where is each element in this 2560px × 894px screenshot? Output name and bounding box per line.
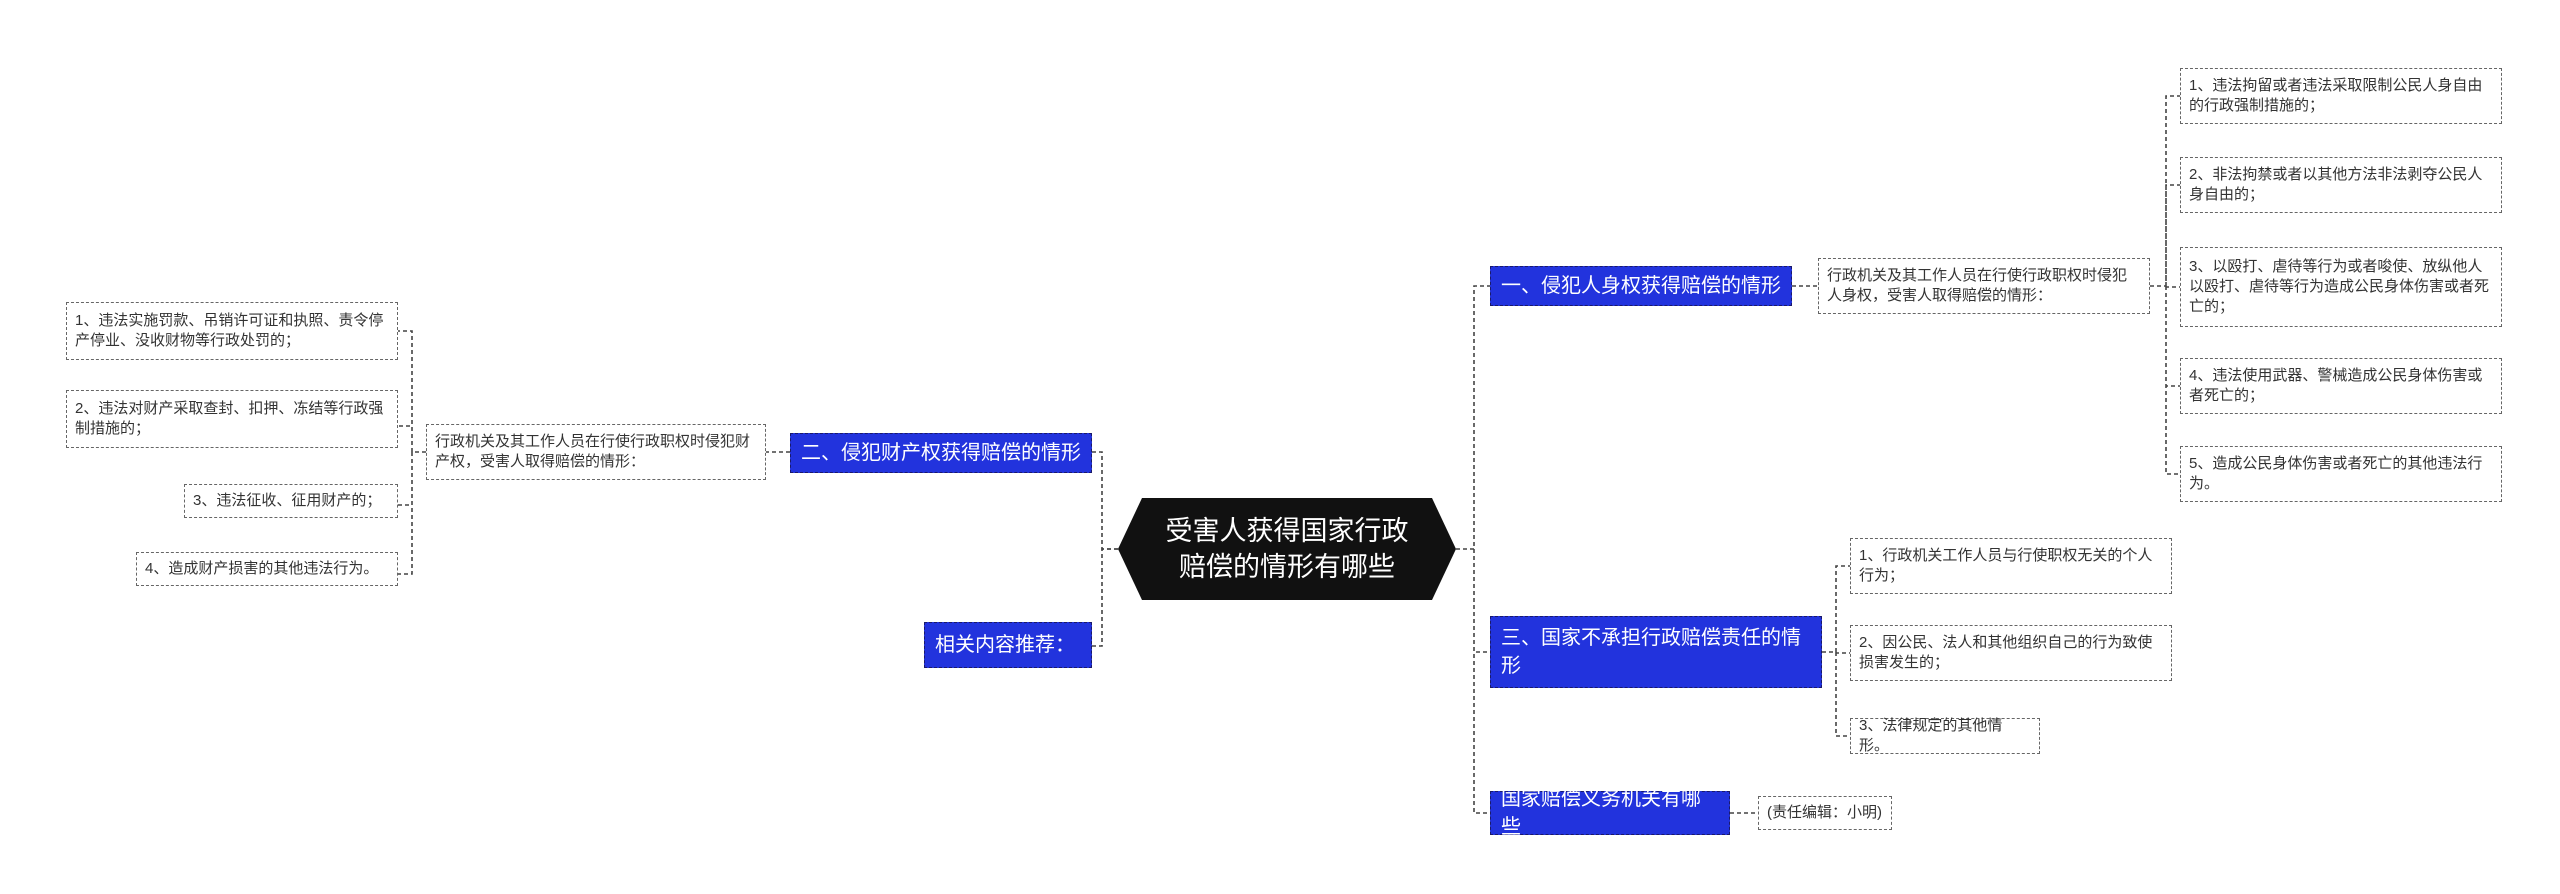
topic-organ-title: 国家赔偿义务机关有哪些 xyxy=(1501,788,1701,838)
topic-no-liability[interactable]: 三、国家不承担行政赔偿责任的情形 xyxy=(1490,616,1822,688)
person-summary-text: 行政机关及其工作人员在行使行政职权时侵犯人身权，受害人取得赔偿的情形： xyxy=(1827,267,2128,304)
topic-compensation-organ[interactable]: 国家赔偿义务机关有哪些 xyxy=(1490,788,1730,838)
root-title: 受害人获得国家行政赔偿的情形有哪些 xyxy=(1165,516,1409,582)
person-item-1[interactable]: 1、违法拘留或者违法采取限制公民人身自由的行政强制措施的； xyxy=(2180,68,2502,124)
property-summary[interactable]: 行政机关及其工作人员在行使行政职权时侵犯财产权，受害人取得赔偿的情形： xyxy=(426,424,766,480)
root-node[interactable]: 受害人获得国家行政赔偿的情形有哪些 xyxy=(1118,498,1456,600)
connector-root-related xyxy=(1092,548,1118,647)
property-summary-text: 行政机关及其工作人员在行使行政职权时侵犯财产权，受害人取得赔偿的情形： xyxy=(435,433,751,470)
person-item-2[interactable]: 2、非法拘禁或者以其他方法非法剥夺公民人身自由的； xyxy=(2180,157,2502,213)
exempt-item-3[interactable]: 3、法律规定的其他情形。 xyxy=(1850,717,2040,754)
person-item-3-text: 3、以殴打、虐待等行为或者唆使、放纵他人以殴打、虐待等行为造成公民身体伤害或者死… xyxy=(2189,258,2490,315)
property-item-4-text: 4、造成财产损害的其他违法行为。 xyxy=(145,560,379,577)
organ-editor-note[interactable]: (责任编辑：小明) xyxy=(1758,796,1892,830)
property-item-1-text: 1、违法实施罚款、吊销许可证和执照、责令停产停业、没收财物等行政处罚的； xyxy=(75,312,384,349)
topic-related-title: 相关内容推荐： xyxy=(935,634,1075,656)
exempt-item-2[interactable]: 2、因公民、法人和其他组织自己的行为致使损害发生的； xyxy=(1850,625,2172,681)
property-item-3-text: 3、违法征收、征用财产的； xyxy=(193,492,382,509)
topic-related-recommend[interactable]: 相关内容推荐： xyxy=(924,622,1092,668)
person-item-4-text: 4、违法使用武器、警械造成公民身体伤害或者死亡的； xyxy=(2189,367,2483,404)
organ-editor-note-text: (责任编辑：小明) xyxy=(1767,804,1882,821)
property-item-3[interactable]: 3、违法征收、征用财产的； xyxy=(184,484,398,518)
topic-property-damage[interactable]: 二、侵犯财产权获得赔偿的情形 xyxy=(790,433,1092,473)
exempt-item-1[interactable]: 1、行政机关工作人员与行使职权无关的个人行为； xyxy=(1850,538,2172,594)
connector-root-property xyxy=(1092,451,1118,550)
topic-person-title: 一、侵犯人身权获得赔偿的情形 xyxy=(1501,275,1781,297)
exempt-item-3-text: 3、法律规定的其他情形。 xyxy=(1859,717,2003,754)
person-item-3[interactable]: 3、以殴打、虐待等行为或者唆使、放纵他人以殴打、虐待等行为造成公民身体伤害或者死… xyxy=(2180,247,2502,327)
topic-property-title: 二、侵犯财产权获得赔偿的情形 xyxy=(801,442,1081,464)
property-item-2[interactable]: 2、违法对财产采取查封、扣押、冻结等行政强制措施的； xyxy=(66,390,398,448)
property-item-1[interactable]: 1、违法实施罚款、吊销许可证和执照、责令停产停业、没收财物等行政处罚的； xyxy=(66,302,398,360)
property-item-2-text: 2、违法对财产采取查封、扣押、冻结等行政强制措施的； xyxy=(75,400,384,437)
exempt-item-1-text: 1、行政机关工作人员与行使职权无关的个人行为； xyxy=(1859,547,2153,584)
property-item-4[interactable]: 4、造成财产损害的其他违法行为。 xyxy=(136,552,398,586)
person-item-5-text: 5、造成公民身体伤害或者死亡的其他违法行为。 xyxy=(2189,455,2483,492)
exempt-item-2-text: 2、因公民、法人和其他组织自己的行为致使损害发生的； xyxy=(1859,634,2153,671)
person-item-1-text: 1、违法拘留或者违法采取限制公民人身自由的行政强制措施的； xyxy=(2189,77,2483,114)
connector-person-items xyxy=(2150,95,2180,475)
connector-root-right xyxy=(1456,285,1490,814)
topic-personal-rights[interactable]: 一、侵犯人身权获得赔偿的情形 xyxy=(1490,266,1792,306)
person-item-5[interactable]: 5、造成公民身体伤害或者死亡的其他违法行为。 xyxy=(2180,446,2502,502)
person-summary[interactable]: 行政机关及其工作人员在行使行政职权时侵犯人身权，受害人取得赔偿的情形： xyxy=(1818,258,2150,314)
person-item-4[interactable]: 4、违法使用武器、警械造成公民身体伤害或者死亡的； xyxy=(2180,358,2502,414)
topic-exempt-title: 三、国家不承担行政赔偿责任的情形 xyxy=(1501,627,1801,677)
person-item-2-text: 2、非法拘禁或者以其他方法非法剥夺公民人身自由的； xyxy=(2189,166,2483,203)
connector-exempt-items xyxy=(1822,565,1850,737)
connector-summary-items xyxy=(398,330,426,575)
